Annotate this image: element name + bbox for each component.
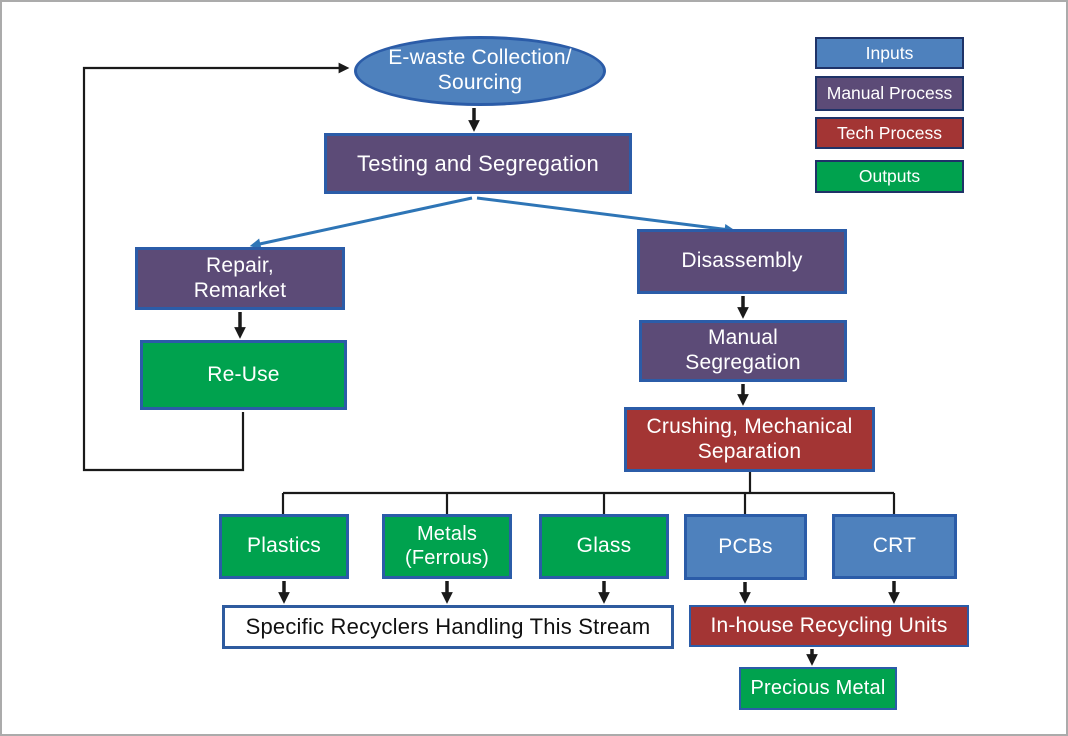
- node-crt: CRT: [832, 514, 957, 579]
- node-precious-metal: Precious Metal: [739, 667, 897, 710]
- node-ewaste-collection: E-waste Collection/ Sourcing: [354, 36, 606, 106]
- node-pcbs: PCBs: [684, 514, 807, 580]
- node-metals-ferrous: Metals (Ferrous): [382, 514, 512, 579]
- node-reuse: Re-Use: [140, 340, 347, 410]
- node-testing-segregation: Testing and Segregation: [324, 133, 632, 194]
- legend-item-inputs: Inputs: [815, 37, 964, 69]
- node-specific-recyclers: Specific Recyclers Handling This Stream: [222, 605, 674, 649]
- edge-testing-repair: [249, 196, 473, 250]
- node-inhouse-recycling: In-house Recycling Units: [689, 605, 969, 647]
- legend-item-tech-process: Tech Process: [815, 117, 964, 149]
- node-disassembly: Disassembly: [637, 229, 847, 294]
- edge-testing-disassembly: [476, 196, 736, 235]
- legend-item-outputs: Outputs: [815, 160, 964, 193]
- node-crushing-mechanical-separation: Crushing, Mechanical Separation: [624, 407, 875, 472]
- edge-crushing-distribution-rail: [281, 472, 896, 514]
- node-repair-remarket: Repair, Remarket: [135, 247, 345, 310]
- node-glass: Glass: [539, 514, 669, 579]
- node-plastics: Plastics: [219, 514, 349, 579]
- legend-item-manual-process: Manual Process: [815, 76, 964, 111]
- node-manual-segregation: Manual Segregation: [639, 320, 847, 382]
